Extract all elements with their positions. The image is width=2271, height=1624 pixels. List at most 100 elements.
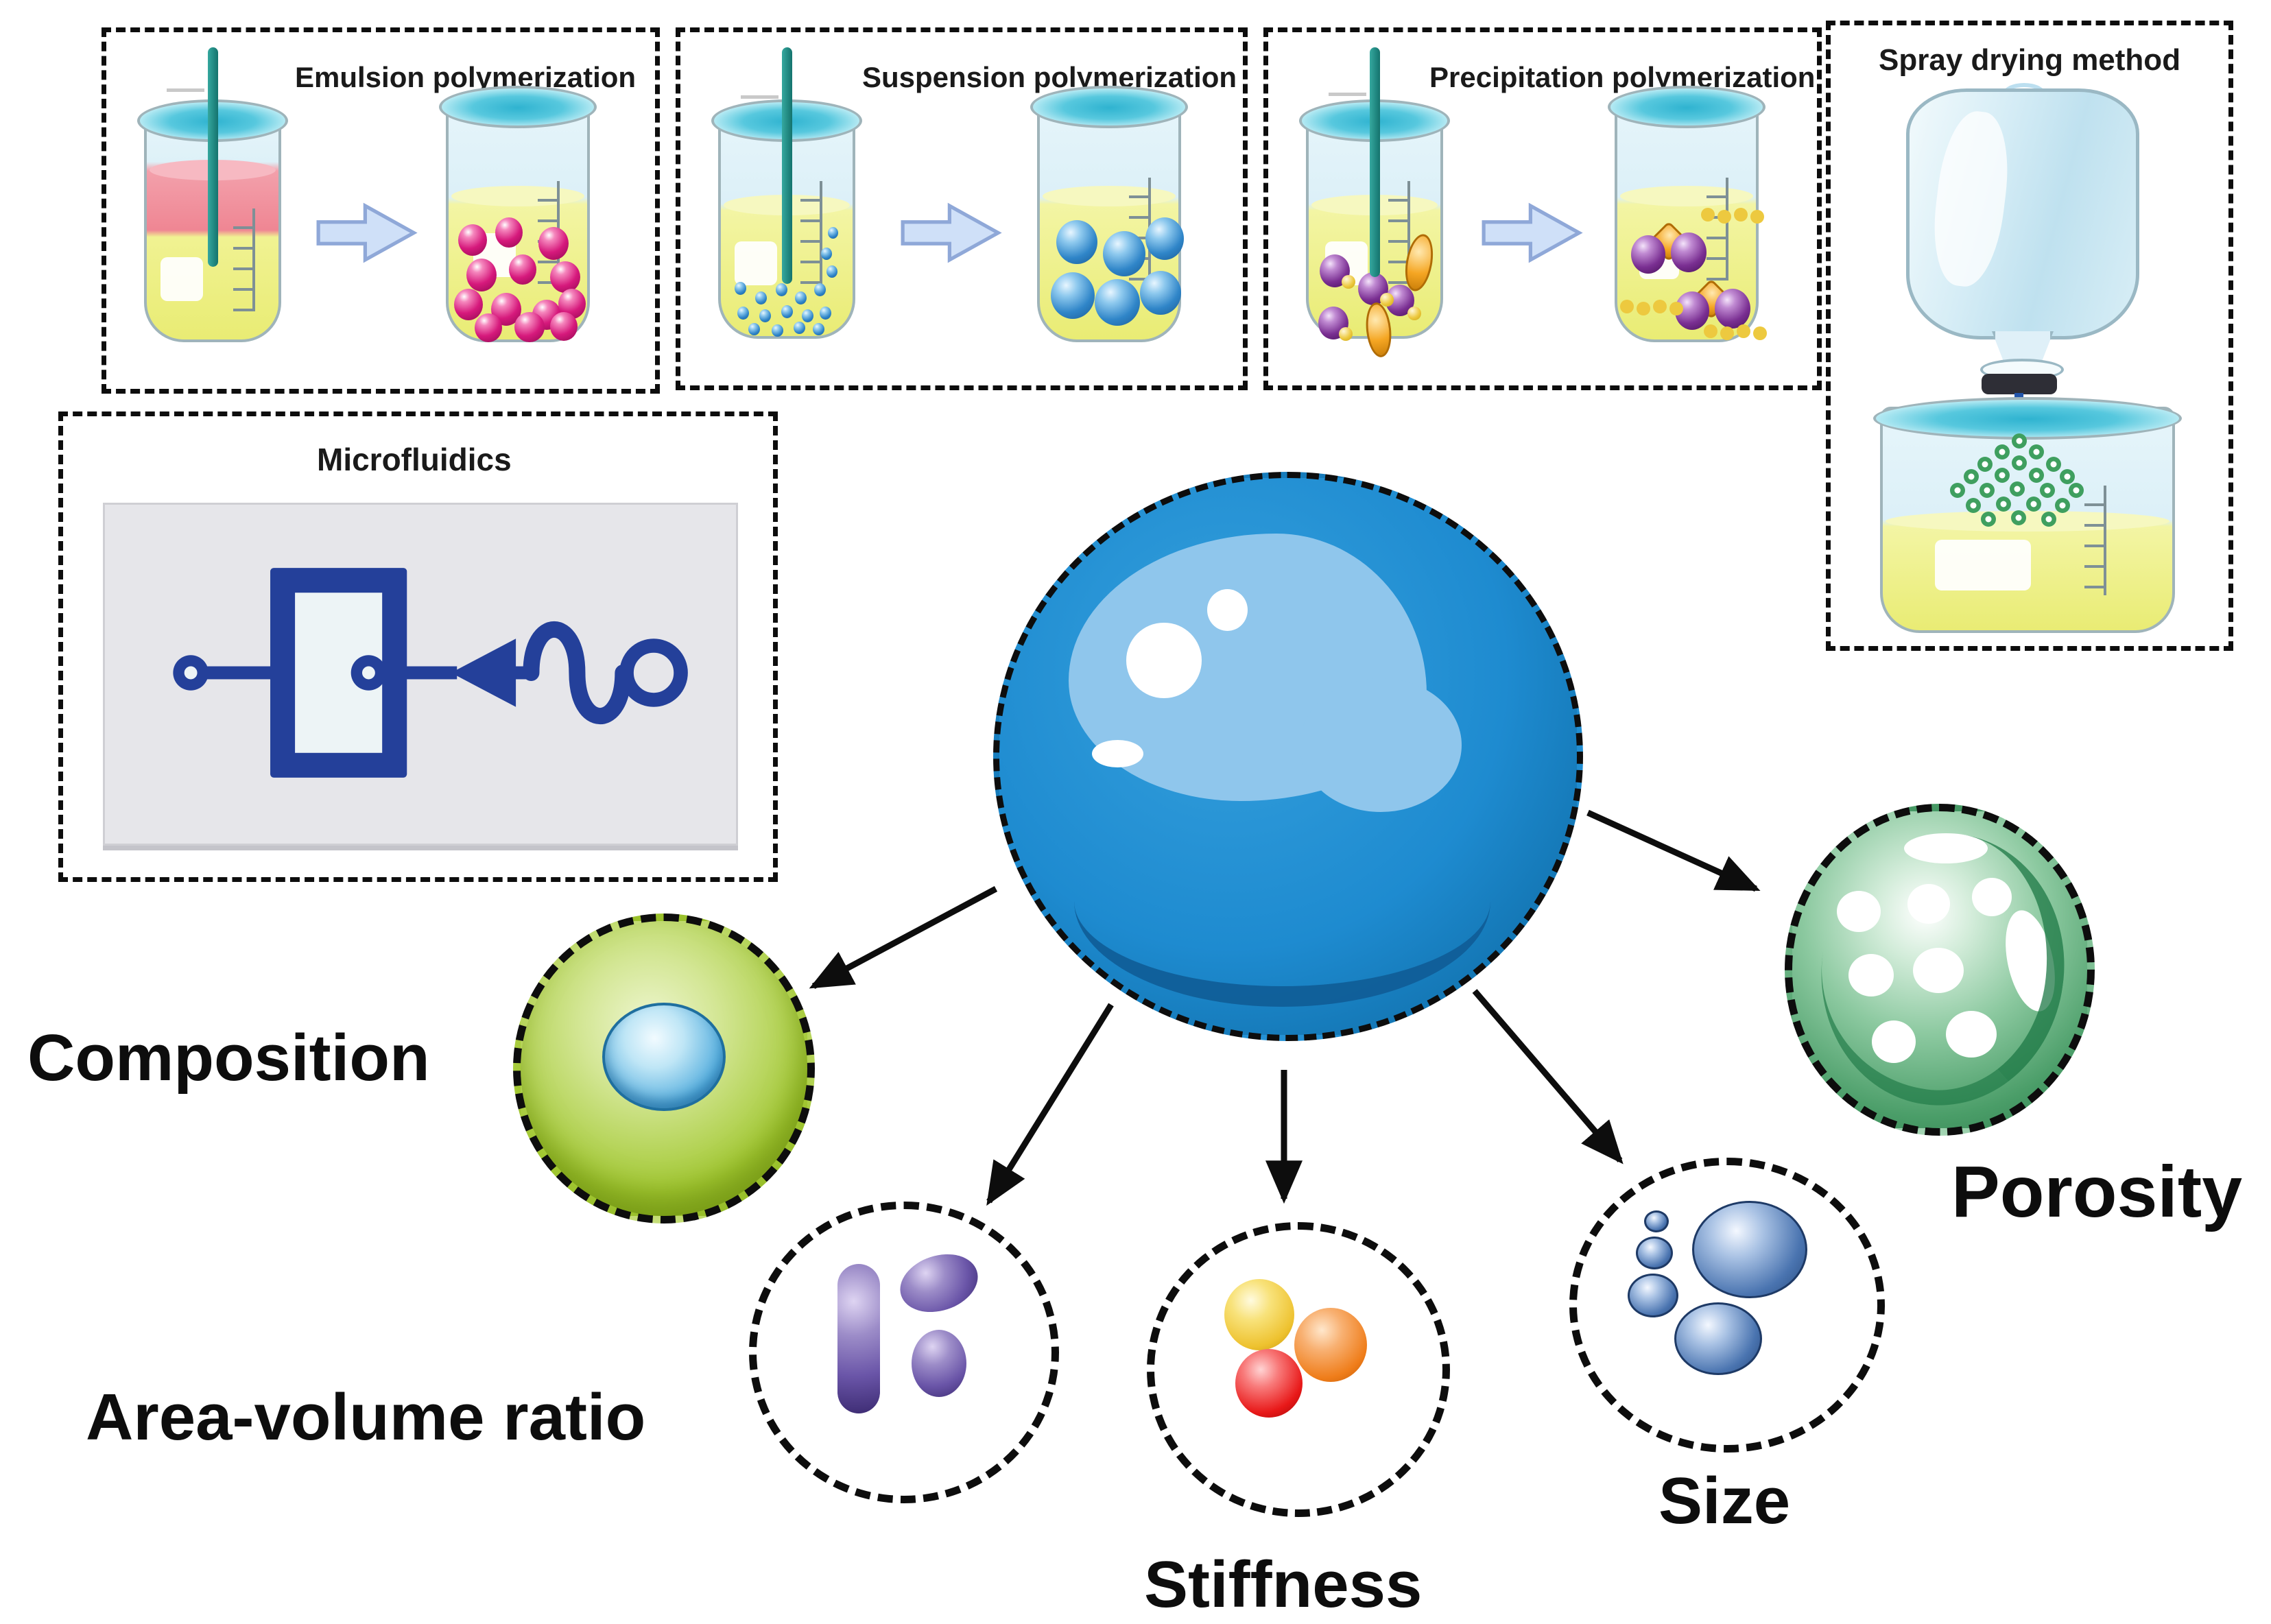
- particle: [820, 307, 831, 320]
- method-box-microfluidics: Microfluidics: [58, 411, 778, 882]
- size-spheres-icon: [1569, 1158, 1885, 1453]
- ellipsoid-particle: [912, 1330, 966, 1397]
- porosity-shadow-arc: [1804, 817, 2082, 1122]
- area-volume-ratio-icon: [749, 1202, 1059, 1503]
- pore: [1913, 947, 1964, 993]
- particle: [1675, 291, 1709, 330]
- particle: [821, 248, 832, 260]
- stir-rod-icon: [1370, 47, 1380, 277]
- method-box-suspension: Suspension polymerization: [676, 27, 1248, 390]
- particle: [475, 313, 502, 342]
- particle: [794, 322, 805, 334]
- particle: [1095, 279, 1140, 326]
- beaker-label-sticker: [735, 241, 777, 285]
- particle: [827, 265, 837, 278]
- size-sphere: [1674, 1302, 1762, 1375]
- method-title-suspension: Suspension polymerization: [862, 61, 1237, 93]
- particle: [550, 312, 578, 341]
- particle: [1631, 235, 1665, 274]
- particle: [802, 309, 813, 322]
- stiff-sphere-yellow: [1224, 1279, 1294, 1350]
- pore: [1872, 1020, 1916, 1063]
- sphere-shine: [1091, 739, 1144, 768]
- process-arrow-icon: [316, 202, 418, 263]
- beaker-label-sticker: [160, 257, 203, 301]
- particle: [458, 224, 487, 256]
- property-label-porosity: Porosity: [1951, 1151, 2243, 1232]
- pore: [1972, 878, 2012, 917]
- stiffness-spheres-icon: [1147, 1222, 1450, 1517]
- particle: [1380, 293, 1394, 307]
- particle: [776, 283, 787, 296]
- pore: [1907, 884, 1950, 924]
- sphere-shine: [1126, 623, 1202, 698]
- particle: [795, 291, 807, 304]
- method-box-precipitation: Precipitation polymerization: [1263, 27, 1822, 390]
- bead-chain-icon: [1701, 208, 1715, 222]
- beaker-icon: [1608, 86, 1765, 342]
- particle: [748, 323, 760, 335]
- particle: [781, 305, 793, 318]
- bead-chain-icon: [1704, 324, 1717, 338]
- pore: [1904, 833, 1988, 864]
- arrow-to-size: [1472, 989, 1624, 1165]
- particle: [755, 291, 767, 304]
- sphere-highlight: [1299, 678, 1462, 813]
- size-sphere: [1636, 1237, 1673, 1269]
- arrow-to-area-volume: [986, 1003, 1114, 1206]
- spray-bottle-icon: [1899, 83, 2146, 456]
- method-title-precipitation: Precipitation polymerization: [1429, 61, 1816, 93]
- particle: [1103, 231, 1145, 276]
- bottle-ring: [1980, 359, 2064, 381]
- particle: [735, 282, 746, 295]
- property-label-size: Size: [1658, 1464, 1791, 1538]
- size-sphere: [1644, 1210, 1669, 1232]
- particle: [1339, 327, 1353, 341]
- graduation-marks-icon: [800, 181, 822, 284]
- sphere-shadow-arc: [1074, 796, 1490, 1007]
- sphere-shine: [1207, 589, 1248, 632]
- particle: [1140, 271, 1181, 315]
- rod-tick-icon: [1329, 93, 1366, 96]
- stir-rod-icon: [208, 47, 218, 267]
- pore: [1848, 953, 1894, 996]
- particle: [1407, 307, 1421, 320]
- property-label-area-volume: Area-volume ratio: [86, 1381, 646, 1454]
- particle: [495, 217, 523, 248]
- liquid-surface: [1043, 186, 1176, 206]
- rod-tick-icon: [741, 95, 778, 99]
- ellipsoid-particle: [837, 1264, 880, 1413]
- stir-rod-icon: [782, 47, 792, 284]
- core-nucleus-icon: [602, 1002, 726, 1111]
- method-title-emulsion: Emulsion polymerization: [295, 61, 637, 93]
- arrow-to-composition: [809, 886, 998, 989]
- particle: [1715, 289, 1750, 329]
- graduation-marks-icon: [2084, 486, 2106, 595]
- method-box-spray: Spray drying method: [1826, 21, 2233, 651]
- rod-tick-icon: [167, 88, 204, 92]
- particle: [814, 283, 826, 296]
- particle: [466, 259, 497, 291]
- property-label-composition: Composition: [27, 1021, 430, 1095]
- process-arrow-icon: [1482, 202, 1583, 263]
- composition-sphere-icon: [513, 914, 815, 1223]
- particle: [1056, 220, 1097, 264]
- beaker-rim: [1030, 86, 1188, 128]
- size-sphere: [1628, 1274, 1678, 1317]
- beaker-icon: [711, 99, 862, 339]
- arrow-to-porosity: [1586, 809, 1761, 892]
- liquid-surface: [1620, 186, 1753, 206]
- stiff-sphere-orange: [1294, 1308, 1367, 1382]
- method-box-emulsion: Emulsion polymerization: [102, 27, 660, 394]
- beaker-icon: [1873, 397, 2182, 633]
- particle: [509, 254, 536, 285]
- beaker-rim: [1873, 397, 2182, 440]
- bottle-collar: [1982, 374, 2057, 394]
- particle: [1342, 275, 1355, 289]
- stiff-sphere-red: [1235, 1349, 1303, 1418]
- particle: [1051, 272, 1095, 319]
- particle: [737, 307, 749, 320]
- beaker-rim: [439, 86, 597, 128]
- spray-droplets-icon: [1950, 433, 2084, 527]
